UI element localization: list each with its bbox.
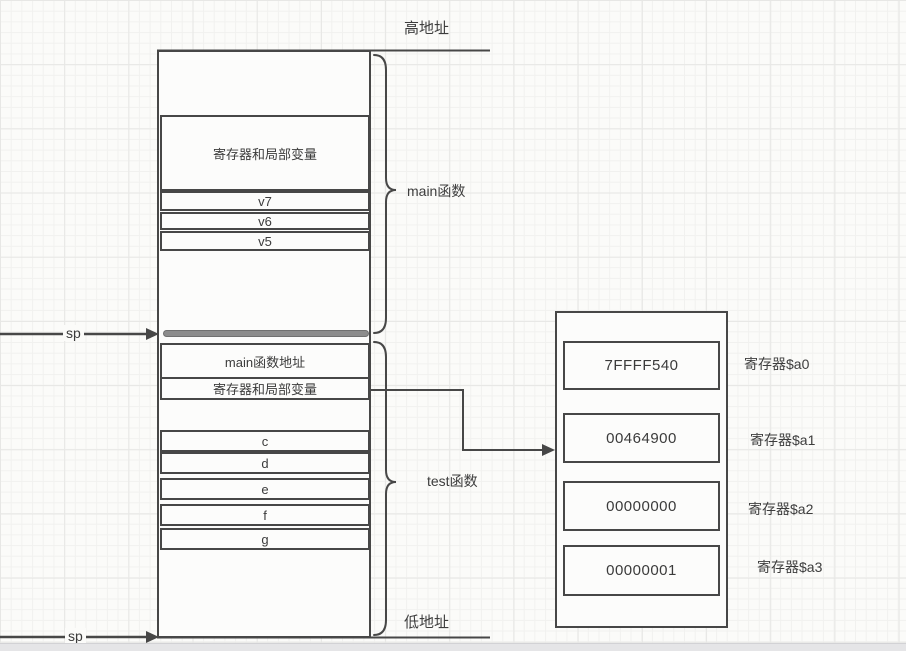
register-a0-value: 7FFFF540 [604, 357, 679, 374]
stack-row-c-label: c [261, 433, 269, 449]
stack-row-g: g [160, 528, 370, 550]
stack-row-f: f [160, 504, 370, 526]
register-a3-label: 寄存器$a3 [757, 559, 823, 575]
stack-row-d-label: d [261, 455, 269, 471]
stack-pointer-bar [163, 330, 369, 337]
sp-bottom-label: sp [65, 628, 86, 644]
main-function-label: main函数 [407, 183, 466, 199]
stack-row-v7-label: v7 [258, 193, 272, 209]
stack-row-e-label: e [261, 481, 269, 497]
stack-row-g-label: g [261, 531, 269, 547]
test-function-label: test函数 [427, 473, 478, 489]
main-function-brace [373, 54, 397, 334]
stack-row-c: c [160, 430, 370, 452]
register-a3-box: 00000001 [563, 545, 720, 596]
test-frame-registers-locals-box: 寄存器和局部变量 [160, 377, 370, 400]
register-a2-box: 00000000 [563, 481, 720, 531]
test-function-brace [373, 341, 397, 636]
stack-row-v5-label: v5 [258, 233, 272, 249]
register-a2-label: 寄存器$a2 [748, 501, 814, 517]
stack-row-e: e [160, 478, 370, 500]
return-address-label: main函数地址 [224, 354, 306, 370]
register-a2-value: 00000000 [606, 497, 677, 515]
register-a1-value: 00464900 [606, 429, 677, 447]
window-bottom-edge [0, 643, 906, 651]
stack-row-f-label: f [263, 507, 267, 523]
test-frame-registers-locals-label: 寄存器和局部变量 [212, 382, 317, 397]
high-address-label: 高地址 [404, 20, 450, 37]
register-a3-value: 00000001 [606, 562, 677, 579]
stack-row-v6-label: v6 [258, 213, 272, 229]
stack-row-d: d [160, 452, 370, 474]
register-a0-box: 7FFFF540 [563, 341, 720, 390]
register-a1-label: 寄存器$a1 [750, 432, 816, 448]
register-a1-box: 00464900 [563, 413, 720, 463]
locals-to-register-connector [371, 389, 555, 456]
main-frame-registers-locals-label: 寄存器和局部变量 [212, 146, 317, 162]
low-address-label: 低地址 [404, 614, 450, 631]
return-address-box: main函数地址 [160, 343, 370, 379]
stack-row-v5: v5 [160, 231, 370, 251]
stack-row-v7: v7 [160, 191, 370, 211]
register-a0-label: 寄存器$a0 [744, 356, 810, 372]
stack-row-v6: v6 [160, 212, 370, 230]
main-frame-registers-locals-box: 寄存器和局部变量 [160, 115, 370, 191]
sp-top-label: sp [63, 325, 84, 341]
